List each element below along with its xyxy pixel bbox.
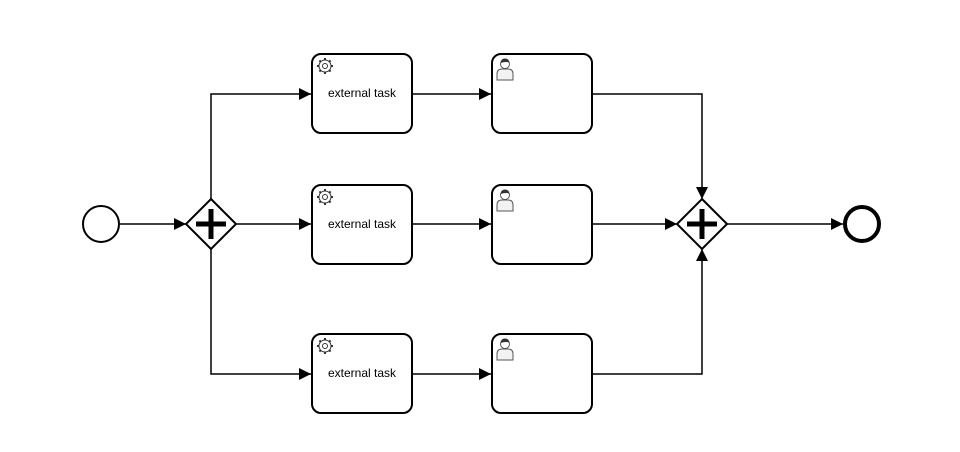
user-task-3[interactable]: [491, 333, 593, 414]
flow-user-3-to-join[interactable]: [593, 249, 708, 375]
task-label: external task: [328, 366, 397, 380]
parallel-gateway-split[interactable]: [184, 197, 238, 251]
task-label: external task: [328, 86, 397, 100]
plus-icon: [687, 209, 717, 239]
flow-split-to-service-task-3[interactable]: [210, 249, 311, 380]
service-task-3[interactable]: external task: [311, 333, 413, 414]
parallel-gateway-join[interactable]: [675, 197, 729, 251]
service-task-1[interactable]: external task: [311, 53, 413, 134]
start-event[interactable]: [82, 205, 120, 243]
end-event[interactable]: [843, 205, 881, 243]
task-label: external task: [328, 217, 397, 231]
user-task-2[interactable]: [491, 184, 593, 265]
service-task-2[interactable]: external task: [311, 184, 413, 265]
user-task-1[interactable]: [491, 53, 593, 134]
plus-icon: [196, 209, 226, 239]
flow-split-to-service-task-1[interactable]: [210, 88, 311, 200]
flow-user-1-to-join[interactable]: [593, 93, 708, 199]
sequence-flows: [120, 88, 843, 380]
